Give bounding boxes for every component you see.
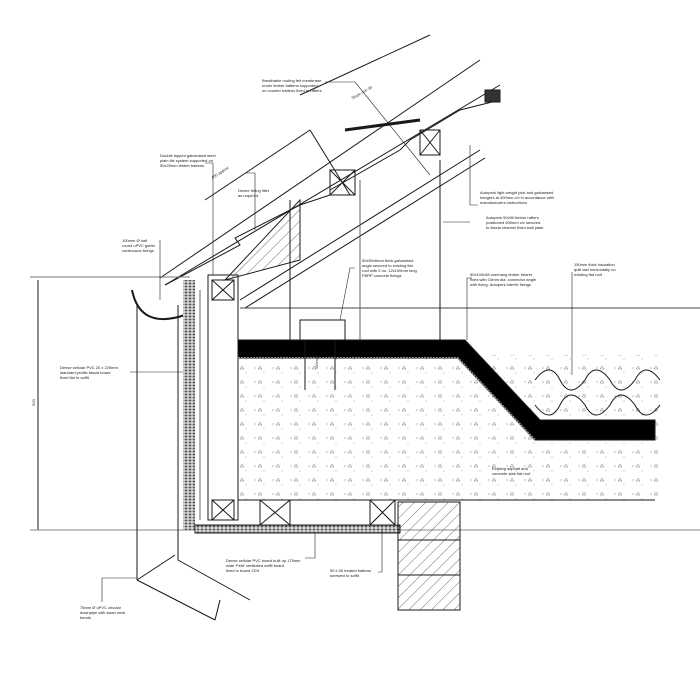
- label-rafter: Autoperk 50x50 timber rafters positioned…: [486, 215, 544, 230]
- label-purlin: Autoperk light weight joist and galvanis…: [480, 190, 554, 205]
- slab-depth-label: 150mm: [314, 355, 320, 370]
- label-fascia: Dense cellular PVC 20 x 225mm standard p…: [60, 365, 118, 380]
- fascia-brick: [183, 280, 195, 530]
- overall-height-label: 600: [30, 399, 36, 406]
- label-battens: 50 x 50 treated battens screwed to soffi…: [330, 568, 371, 578]
- label-insulation: 150mm thick insulation quilt laid horizo…: [574, 262, 616, 277]
- label-downpipe: 75mm Ø uPVC circular downpipe with swan …: [80, 605, 126, 620]
- pitched-roof: [159, 34, 501, 309]
- gutter: [131, 289, 186, 320]
- label-bearer: 50x100x38 overhang timber bearer fixed w…: [470, 272, 537, 287]
- existing-brick-wall: [397, 501, 461, 611]
- label-soffit: Dense cellular PVC board built up 175mm …: [226, 558, 301, 573]
- label-gutter: 100mm Ø half round uPVC gutter continuou…: [122, 238, 156, 253]
- timber-wall-frame: [199, 274, 239, 521]
- label-slab: Existing asphalt and concrete slab flat …: [492, 466, 531, 476]
- insulation-quilt: [534, 369, 661, 416]
- label-angle: 50x50x6mm thick galvanised angle secured…: [362, 258, 417, 278]
- label-firring: Desire firring fillet as required: [238, 188, 269, 198]
- label-tiles: Double lapped galvanised steel plain til…: [160, 153, 216, 168]
- label-membrane: Breathable roofing felt membrane under t…: [262, 78, 322, 93]
- downpipe: [136, 305, 251, 621]
- soffit-board: [194, 524, 401, 534]
